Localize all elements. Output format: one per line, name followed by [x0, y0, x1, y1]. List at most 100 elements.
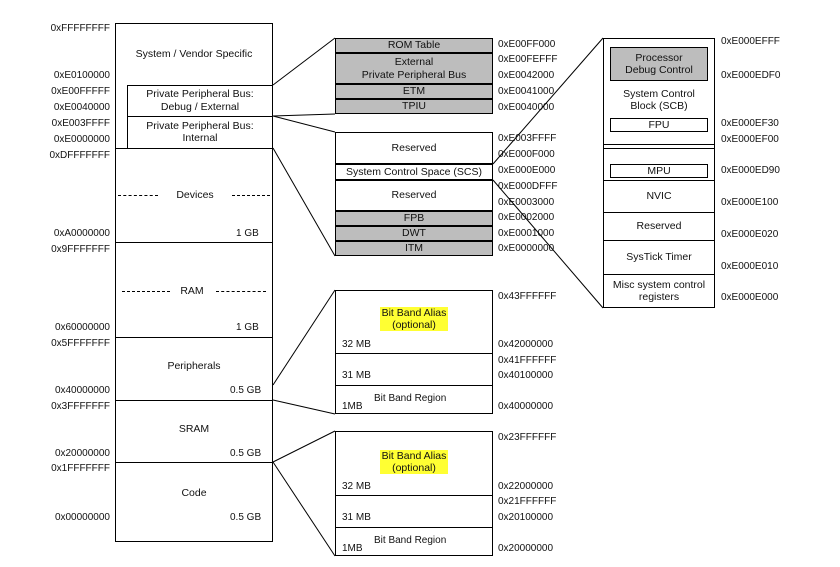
region-ppb-debug-external: Private Peripheral Bus: Debug / External	[146, 88, 254, 113]
region-sram: SRAM	[178, 422, 210, 435]
scs-mpu: MPU	[610, 164, 708, 178]
addr-3fffffff: 0x3FFFFFFF	[51, 401, 110, 412]
addr-e0001000: 0xE0001000	[498, 228, 555, 239]
scs-scb: System Control Block (SCB)	[623, 87, 695, 112]
addr-20000000: 0x20000000	[54, 448, 110, 459]
connector-sram-bottom	[272, 461, 336, 557]
addr-e0040000-ext: 0xE0040000	[498, 102, 555, 113]
scs-misc-control: Misc system control registers	[612, 278, 706, 303]
ppb-int-fpb: FPB	[335, 211, 493, 226]
region-ppb-internal: Private Peripheral Bus: Internal	[146, 119, 254, 144]
addr-e0100000: 0xE0100000	[53, 70, 110, 81]
size-sram: 0.5 GB	[230, 448, 262, 459]
ppb-ext-tpiu: TPIU	[335, 99, 493, 114]
scs-reserved: Reserved	[636, 219, 682, 232]
connector-periph-top	[272, 289, 336, 386]
addr-00000000: 0x00000000	[54, 512, 110, 523]
ppb-int-reserved-top: Reserved	[335, 132, 493, 164]
addr-e000ed90: 0xE000ED90	[721, 165, 780, 176]
ppb-ext-etm: ETM	[335, 84, 493, 99]
addr-e00fffff: 0xE00FFFFF	[51, 86, 110, 97]
addr-22000000: 0x22000000	[498, 481, 554, 492]
addr-60000000: 0x60000000	[54, 322, 110, 333]
ppb-int-reserved-mid: Reserved	[335, 180, 493, 211]
addr-e003ffff-int: 0xE003FFFF	[498, 133, 557, 144]
addr-23ffffff: 0x23FFFFFF	[498, 432, 557, 443]
addr-e0040000: 0xE0040000	[53, 102, 110, 113]
bitband-peripheral-32mb: 32 MB	[342, 339, 371, 350]
addr-9fffffff: 0x9FFFFFFF	[51, 244, 110, 255]
region-peripherals: Peripherals	[167, 359, 221, 372]
bitband-peripheral-1mb: 1MB	[342, 401, 363, 412]
bitband-peripheral-31mb: 31 MB	[342, 370, 371, 381]
addr-1fffffff: 0x1FFFFFFF	[51, 463, 110, 474]
addr-40000000: 0x40000000	[54, 385, 110, 396]
addr-e000ef30: 0xE000EF30	[721, 118, 779, 129]
bitband-sram-32mb: 32 MB	[342, 481, 371, 492]
addr-e0041000: 0xE0041000	[498, 86, 555, 97]
scs-fpu: FPU	[610, 118, 708, 132]
connector-ppb-int-top	[272, 115, 336, 133]
addr-e00fefff: 0xE00FEFFF	[498, 54, 558, 65]
addr-e00ff000: 0xE00FF000	[498, 39, 556, 50]
addr-e000e100: 0xE000E100	[721, 197, 779, 208]
connector-scs-top	[492, 37, 604, 165]
addr-e000f000: 0xE000F000	[498, 149, 555, 160]
connector-sram-top	[272, 430, 336, 463]
addr-e0000000-int: 0xE0000000	[498, 243, 555, 254]
scs-nvic: NVIC	[646, 189, 672, 202]
bitband-sram-region: Bit Band Region	[374, 535, 447, 546]
size-ram: 1 GB	[236, 322, 259, 333]
addr-e000e000-scs: 0xE000E000	[721, 292, 779, 303]
addr-21ffffff: 0x21FFFFFF	[498, 496, 557, 507]
bitband-sram-31mb: 31 MB	[342, 512, 371, 523]
addr-e000dfff: 0xE000DFFF	[498, 181, 558, 192]
addr-5fffffff: 0x5FFFFFFF	[51, 338, 110, 349]
addr-40000000-bb: 0x40000000	[498, 401, 554, 412]
connector-ppb-int-bottom	[272, 147, 336, 257]
addr-e000edf0: 0xE000EDF0	[721, 70, 781, 81]
connector-ppb-ext-top	[272, 37, 336, 86]
connector-periph-bottom	[272, 399, 336, 415]
size-devices: 1 GB	[236, 228, 259, 239]
addr-43ffffff: 0x43FFFFFF	[498, 291, 557, 302]
region-system-vendor: System / Vendor Specific	[135, 47, 253, 60]
ppb-int-dwt: DWT	[335, 226, 493, 241]
addr-ffffffff: 0xFFFFFFFF	[50, 23, 110, 34]
addr-e0003000: 0xE0003000	[498, 197, 555, 208]
scs-systick: SysTick Timer	[626, 250, 692, 263]
addr-e000ef00: 0xE000EF00	[721, 134, 779, 145]
region-devices: Devices	[176, 188, 214, 201]
addr-20100000: 0x20100000	[498, 512, 554, 523]
addr-e000e000: 0xE000E000	[498, 165, 556, 176]
size-peripherals: 0.5 GB	[230, 385, 262, 396]
ppb-int-itm: ITM	[335, 241, 493, 256]
addr-42000000: 0x42000000	[498, 339, 554, 350]
ppb-int-scs: System Control Space (SCS)	[335, 164, 493, 180]
bitband-peripheral-region: Bit Band Region	[374, 393, 447, 404]
addr-dfffffff: 0xDFFFFFFF	[49, 150, 110, 161]
addr-41ffffff: 0x41FFFFFF	[498, 355, 557, 366]
addr-e000efff: 0xE000EFFF	[721, 36, 780, 47]
addr-40100000: 0x40100000	[498, 370, 554, 381]
addr-e000e010: 0xE000E010	[721, 261, 779, 272]
bitband-peripheral-alias: Bit Band Alias (optional)	[379, 306, 449, 332]
size-code: 0.5 GB	[230, 512, 262, 523]
addr-e0000000: 0xE0000000	[53, 134, 110, 145]
ppb-cells-frame	[127, 85, 273, 149]
region-code: Code	[181, 486, 207, 499]
ppb-ext-rom-table: ROM Table	[335, 38, 493, 53]
scs-processor-debug-control: Processor Debug Control	[610, 47, 708, 81]
region-ram: RAM	[180, 284, 204, 297]
addr-20000000-bb: 0x20000000	[498, 543, 554, 554]
addr-e003ffff: 0xE003FFFF	[51, 118, 110, 129]
bitband-sram-alias: Bit Band Alias (optional)	[379, 449, 449, 475]
addr-e0042000: 0xE0042000	[498, 70, 555, 81]
addr-e0002000: 0xE0002000	[498, 212, 555, 223]
addr-e000e020: 0xE000E020	[721, 229, 779, 240]
ppb-ext-external-ppb: External Private Peripheral Bus	[335, 53, 493, 84]
connector-ppb-ext-bottom	[272, 113, 336, 117]
connector-scs-bottom	[492, 179, 604, 309]
bitband-sram-1mb: 1MB	[342, 543, 363, 554]
